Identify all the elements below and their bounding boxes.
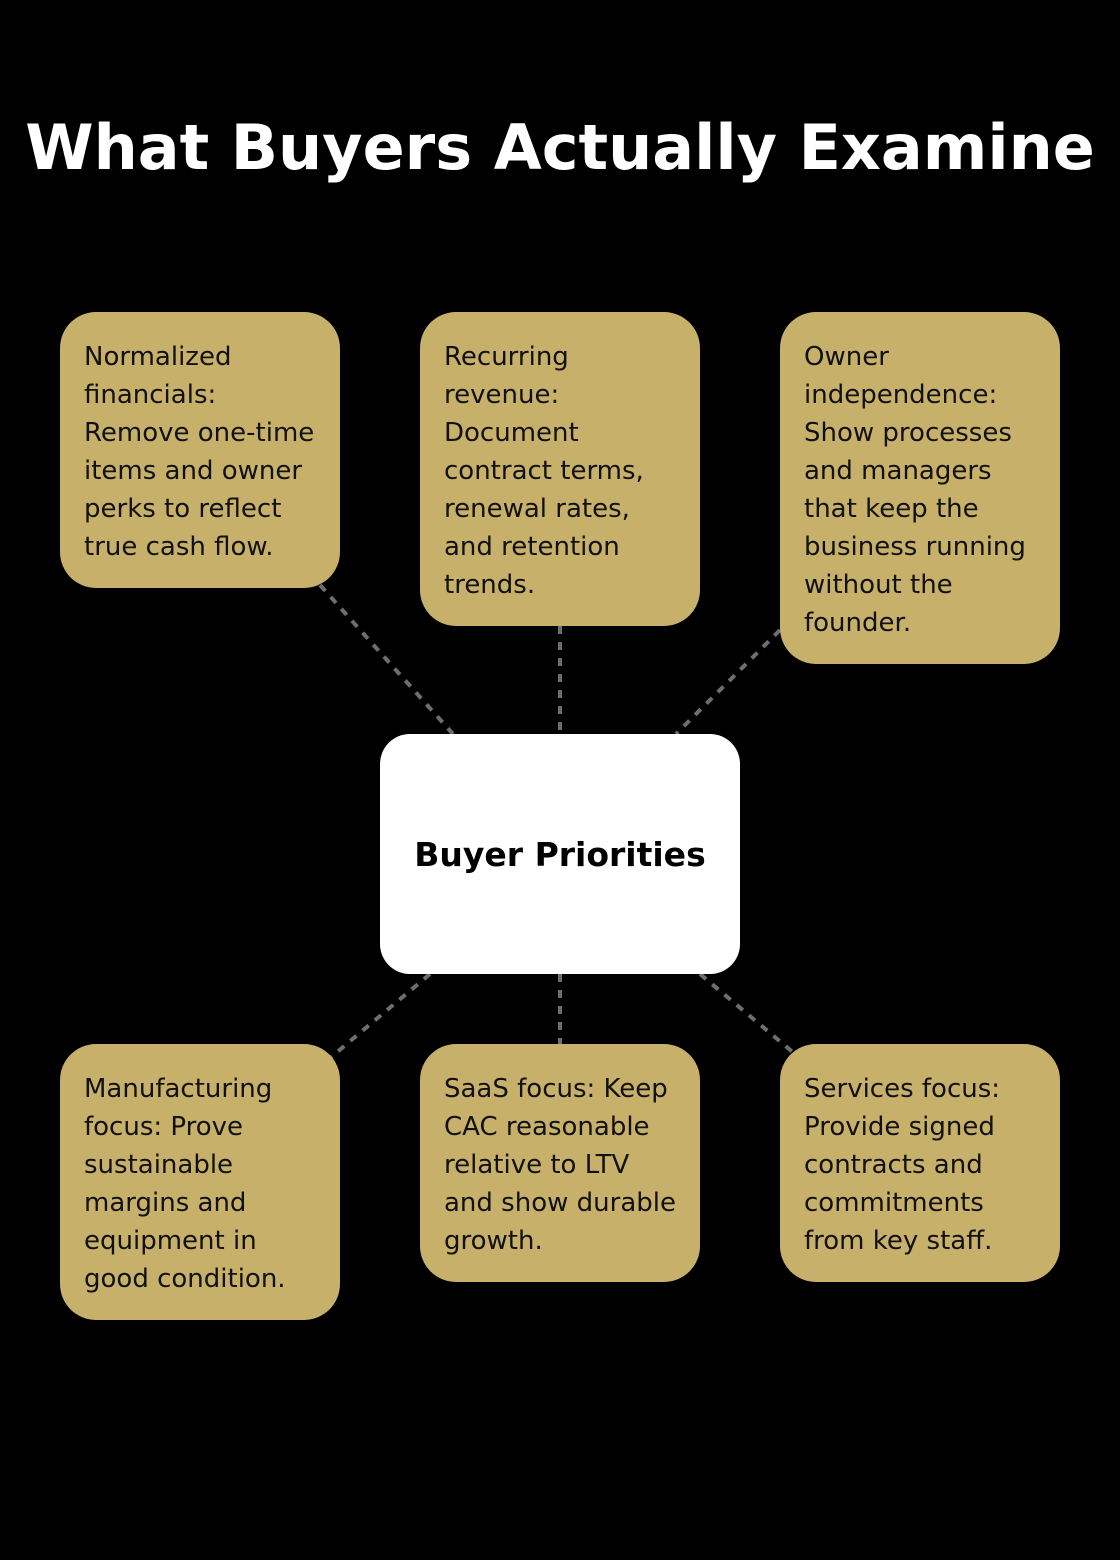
diagram-title: What Buyers Actually Examine bbox=[25, 111, 1095, 184]
node-manufacturing-focus: Manufacturing focus: Prove sustainable m… bbox=[60, 1044, 340, 1320]
node-owner-independence: Owner independence: Show processes and m… bbox=[780, 312, 1060, 664]
connector-manufacturing-focus bbox=[328, 972, 432, 1060]
node-services-focus: Services focus: Provide signed contracts… bbox=[780, 1044, 1060, 1282]
connector-owner-independence bbox=[674, 628, 782, 736]
node-saas-focus: SaaS focus: Keep CAC reasonable relative… bbox=[420, 1044, 700, 1282]
center-node-label: Buyer Priorities bbox=[414, 834, 706, 874]
node-recurring-revenue: Recurring revenue: Document contract ter… bbox=[420, 312, 700, 626]
connector-normalized-financials bbox=[318, 583, 455, 736]
connector-services-focus bbox=[698, 972, 797, 1056]
node-normalized-financials: Normalized financials: Remove one-time i… bbox=[60, 312, 340, 588]
center-node: Buyer Priorities bbox=[380, 734, 740, 974]
